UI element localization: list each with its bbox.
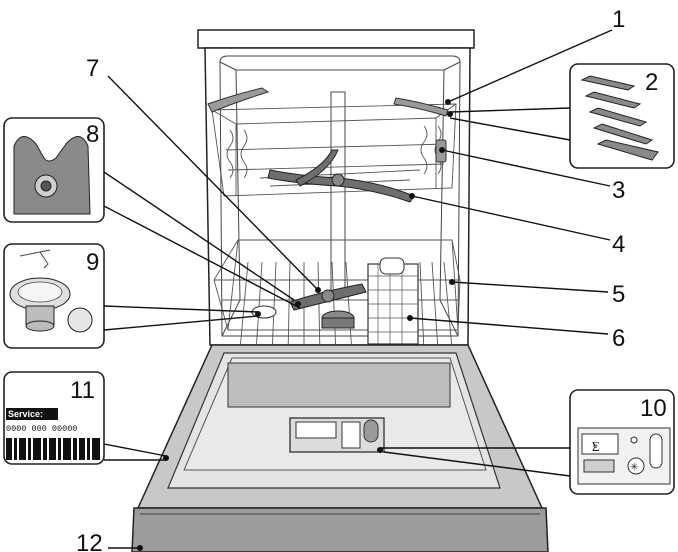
callout-9: 9 (86, 249, 99, 276)
callout-8: 8 (86, 121, 99, 148)
callout-4: 4 (612, 231, 625, 258)
tub-inner (219, 55, 461, 337)
upper-rack (207, 87, 457, 203)
svg-text:✳: ✳ (630, 462, 638, 473)
inset-dispenser: ⨊ ✳ 10 (569, 389, 675, 495)
cup-shelf-left (207, 87, 270, 113)
callout-6: 6 (612, 325, 625, 352)
rinse-aid-icon (627, 457, 645, 475)
inset-service-label: Service: 0000 000 00000 11 (3, 371, 105, 465)
inset-drain-filter: 8 (3, 117, 105, 223)
lower-rack (213, 239, 461, 355)
door (131, 344, 549, 552)
cutlery-basket (367, 257, 419, 345)
inset-filter: 9 (3, 243, 105, 349)
kick-plinth (131, 507, 549, 552)
callout-1: 1 (612, 6, 625, 33)
callout-numbers: 1 3 4 5 6 7 12 (76, 6, 625, 552)
callout-12: 12 (76, 530, 103, 552)
callout-11: 11 (70, 377, 95, 404)
callout-10: 10 (640, 395, 667, 422)
top-panel (197, 29, 475, 49)
wash-tub-icon: ⨊ (592, 439, 600, 453)
barcode-icon (6, 438, 100, 460)
service-title: Service: (8, 409, 43, 419)
detergent-dispenser (289, 417, 385, 453)
callout-5: 5 (612, 281, 625, 308)
inset-cup-shelves: 2 (569, 63, 675, 169)
leader-lines (103, 29, 613, 551)
cup-shelf-right (393, 97, 449, 117)
callout-2: 2 (645, 69, 658, 96)
callout-3: 3 (612, 177, 625, 204)
callout-7: 7 (86, 55, 99, 82)
door-window (227, 362, 451, 408)
service-code: 0000 000 00000 (6, 424, 77, 434)
